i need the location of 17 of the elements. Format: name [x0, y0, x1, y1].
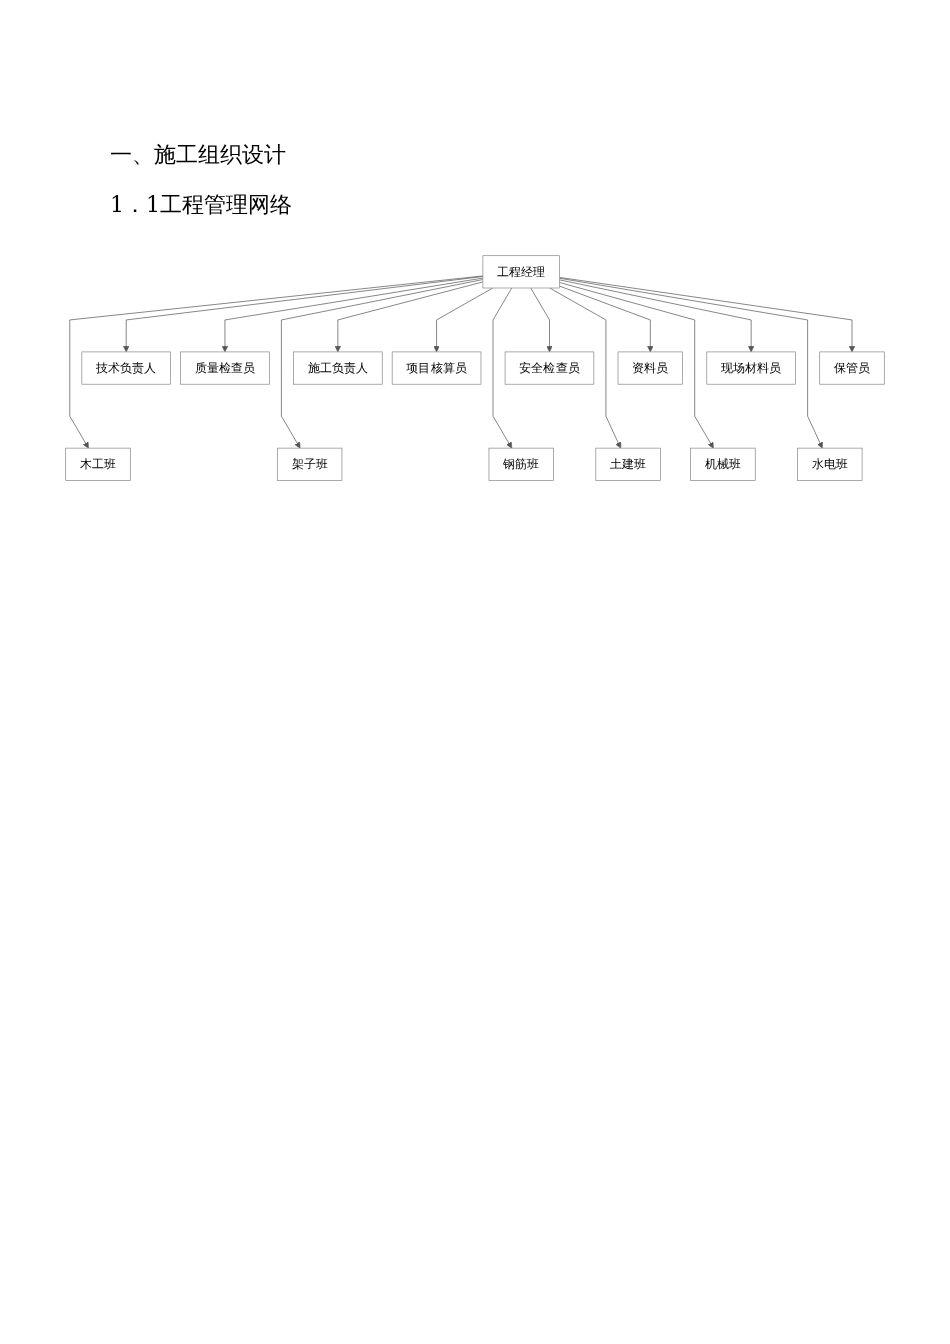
node-box: 土建班: [595, 447, 661, 481]
node-box: 资料员: [617, 351, 683, 385]
node-box: 质量检查员: [180, 351, 270, 385]
node-box: 钢筋班: [488, 447, 554, 481]
node-box: 技术负责人: [81, 351, 171, 385]
node-box: 架子班: [276, 447, 343, 481]
node-box: 保管员: [819, 351, 885, 385]
node-box: 木工班: [65, 447, 131, 481]
page-title: 一、施工组织设计: [110, 141, 286, 169]
node-box: 工程经理: [482, 255, 560, 289]
node-box: 现场材料员: [706, 351, 796, 385]
node-box: 水电班: [797, 447, 863, 481]
node-box: 施工负责人: [293, 351, 383, 385]
node-box: 安全检查员: [504, 351, 595, 385]
node-box: 项目核算员: [391, 351, 482, 385]
node-box: 机械班: [690, 447, 756, 481]
section-heading: 1．1工程管理网络: [110, 191, 292, 219]
